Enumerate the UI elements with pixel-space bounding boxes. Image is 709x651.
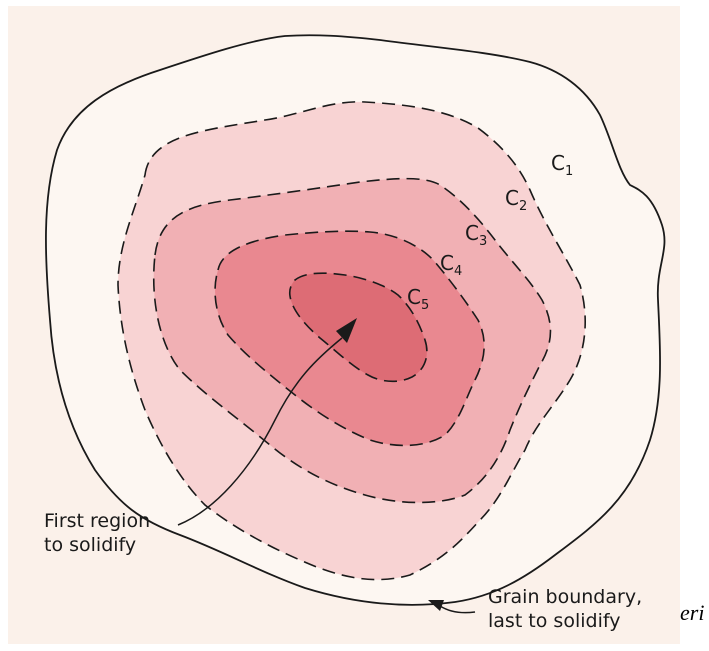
grain-boundary-label: Grain boundary, — [488, 586, 642, 608]
first-region-label: First region — [44, 510, 150, 532]
grain-boundary-label-line2: last to solidify — [488, 610, 620, 632]
first-region-label-line2: to solidify — [44, 534, 136, 556]
edge-text: eri — [680, 600, 704, 625]
